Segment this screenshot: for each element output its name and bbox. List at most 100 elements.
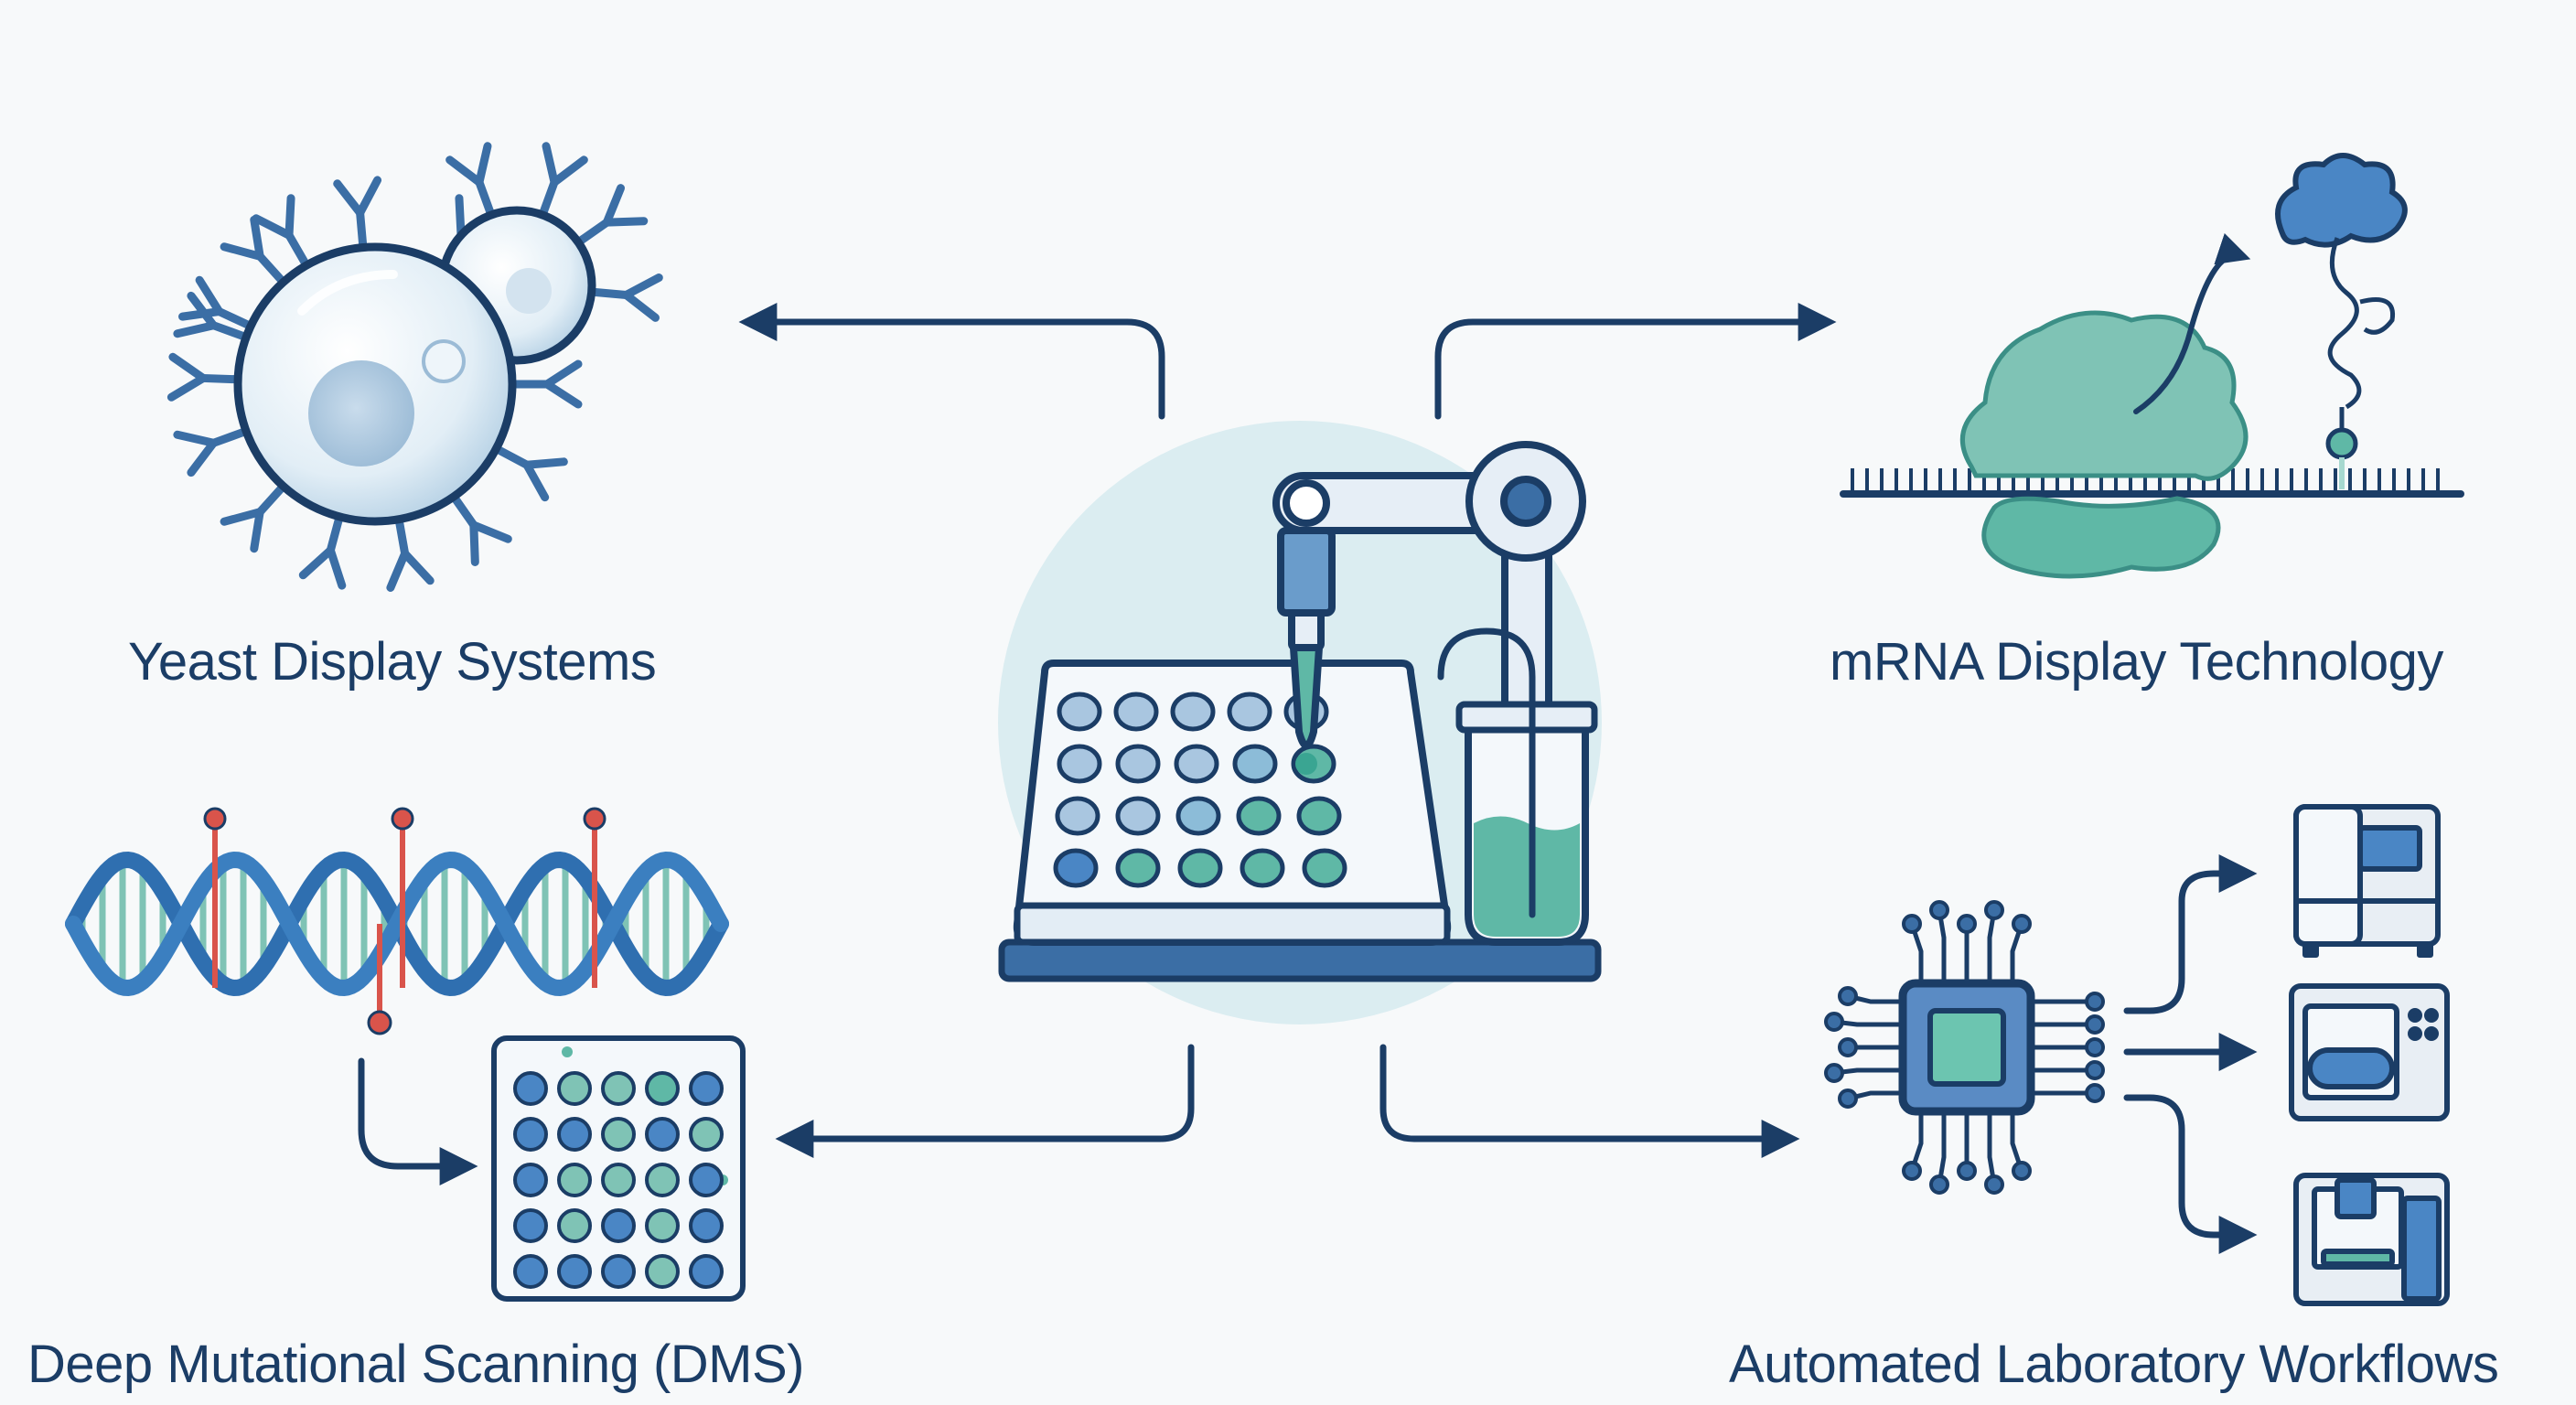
ribosome-mrna-icon: [1840, 153, 2464, 579]
well: [1296, 796, 1342, 836]
circuit-node: [2085, 1014, 2105, 1035]
well: [1115, 796, 1161, 836]
well: [1113, 692, 1159, 732]
mutation-marker: [367, 1010, 392, 1035]
chip-core: [1927, 1008, 2006, 1087]
well: [1175, 796, 1221, 836]
circuit-node: [1957, 1161, 1977, 1181]
grid-cell: [645, 1071, 680, 1106]
grid-cell: [689, 1117, 724, 1152]
mutation-marker: [583, 807, 606, 831]
grid-cell: [645, 1254, 680, 1289]
well: [1055, 796, 1100, 836]
grid-cell: [557, 1071, 592, 1106]
grid-cell: [513, 1071, 548, 1106]
arrow-to-mrna: [1434, 303, 1837, 420]
well: [1302, 848, 1347, 888]
antibody: [445, 142, 496, 220]
grid-cell: [689, 1163, 724, 1197]
yeast-highlight: [297, 270, 398, 316]
liquid-handler-icon: [2293, 1173, 2450, 1306]
antibody: [508, 359, 583, 409]
antibody: [166, 352, 242, 402]
center-lab-robot-icon: [998, 421, 1602, 1024]
circuit-node: [1838, 986, 1858, 1006]
well: [1177, 848, 1223, 888]
sequencer-icon: [2293, 804, 2441, 958]
well: [1053, 848, 1099, 888]
antibody: [220, 215, 288, 287]
processor-chip-icon: [1824, 900, 2105, 1195]
grid-cell: [645, 1163, 680, 1197]
grid-cell: [557, 1254, 592, 1289]
antibody: [587, 273, 663, 322]
grid-cell: [689, 1208, 724, 1243]
circuit-node: [1902, 1161, 1922, 1181]
mutation-grid-icon: [491, 1035, 746, 1302]
label-yeast-display: Yeast Display Systems: [128, 632, 657, 692]
well: [1174, 744, 1219, 784]
well: [1236, 796, 1282, 836]
liquid-reservoir: [1437, 627, 1598, 946]
displayed-protein: [2275, 153, 2408, 489]
arrow-dna-to-grid: [358, 1057, 478, 1185]
mutation-marker: [203, 807, 227, 831]
ribosome-small-subunit: [1981, 496, 2221, 579]
well-grid: [1053, 692, 1347, 888]
antibody: [491, 444, 568, 502]
circuit-node: [1929, 900, 1949, 920]
yeast-nucleus: [308, 360, 414, 467]
grid-cell: [513, 1163, 548, 1197]
circuit-node: [1984, 1174, 2004, 1195]
instrument-arrows: [2123, 854, 2258, 1254]
circuit-node: [1957, 914, 1977, 934]
grid-cell: [645, 1208, 680, 1243]
well: [1240, 848, 1285, 888]
antibody: [220, 481, 288, 553]
grid-cell: [557, 1163, 592, 1197]
antibody: [173, 426, 251, 477]
antibody: [333, 176, 382, 252]
well: [1227, 692, 1272, 732]
well: [1232, 744, 1278, 784]
circuit-node: [2085, 1060, 2105, 1080]
circuit-node: [2012, 1161, 2032, 1181]
pipette-drop: [1295, 753, 1317, 775]
yeast-vacuole: [422, 339, 466, 383]
antibody: [178, 275, 255, 331]
yeast-bud-vacuole: [506, 268, 552, 314]
arrow-to-yeast: [738, 303, 1165, 420]
grid-cell: [601, 1117, 636, 1152]
grid-cell: [601, 1071, 636, 1106]
circuit-node: [1984, 900, 2004, 920]
circuit-node: [2085, 1083, 2105, 1103]
circuit-node: [2085, 1037, 2105, 1057]
circuit-node: [1824, 1012, 1844, 1032]
grid-cell: [557, 1117, 592, 1152]
connector-arrows: [738, 303, 1837, 1158]
chip-pins: [1824, 900, 2105, 1195]
yeast-cell-icon: [166, 142, 663, 592]
grid-cell: [513, 1254, 548, 1289]
circuit-node: [1824, 1063, 1844, 1083]
circuit-node: [1902, 914, 1922, 934]
grid-cell: [557, 1208, 592, 1243]
grid-cell: [645, 1117, 680, 1152]
grid-cell: [689, 1071, 724, 1106]
mutation-marker: [391, 807, 414, 831]
well: [1115, 744, 1161, 784]
antibody: [386, 515, 435, 592]
peptide-chain: [2133, 232, 2251, 414]
grid-cell: [513, 1117, 548, 1152]
well: [1057, 744, 1102, 784]
grid-cell: [689, 1254, 724, 1289]
grid-cell: [601, 1163, 636, 1197]
grid-cell: [513, 1208, 548, 1243]
label-mrna-display: mRNA Display Technology: [1830, 632, 2443, 692]
well: [1115, 848, 1161, 888]
antibody: [538, 142, 588, 220]
plate-reader-icon: [2289, 983, 2450, 1121]
antibody: [449, 492, 512, 566]
well: [1170, 692, 1216, 732]
